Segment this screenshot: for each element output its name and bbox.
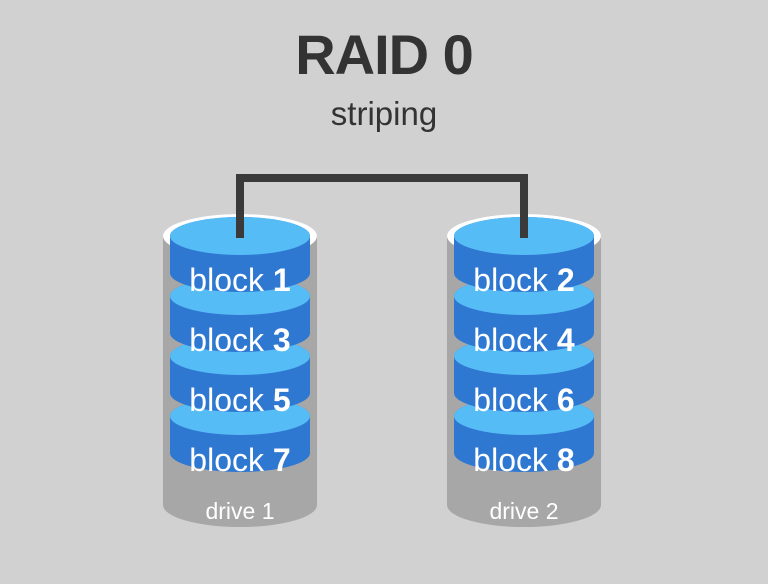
block-number: 6	[557, 382, 575, 418]
block-1: block 1	[170, 217, 310, 298]
block-number: 5	[273, 382, 291, 418]
block-2: block 2	[454, 217, 594, 298]
drive-label: drive 2	[489, 498, 558, 524]
block-word: block	[189, 262, 273, 298]
block-word: block	[473, 442, 557, 478]
diagram-title: RAID 0	[295, 23, 474, 86]
block-word: block	[473, 262, 557, 298]
block-5: block 5	[170, 337, 310, 418]
block-label: block 5	[189, 382, 290, 418]
block-word: block	[473, 322, 557, 358]
block-word: block	[473, 382, 557, 418]
block-number: 4	[557, 322, 575, 358]
block-number: 8	[557, 442, 575, 478]
block-word: block	[189, 442, 273, 478]
block-label: block 1	[189, 262, 290, 298]
block-label: block 4	[473, 322, 575, 358]
diagram-subtitle: striping	[330, 95, 438, 132]
block-number: 7	[273, 442, 291, 478]
block-number: 2	[557, 262, 575, 298]
block-label: block 8	[473, 442, 574, 478]
block-label: block 2	[473, 262, 574, 298]
connector-line	[236, 174, 528, 238]
block-label: block 7	[189, 442, 290, 478]
block-label: block 6	[473, 382, 574, 418]
block-number: 1	[273, 262, 291, 298]
drive-label: drive 1	[205, 498, 274, 524]
block-word: block	[189, 382, 273, 418]
block-3: block 3	[170, 277, 310, 358]
block-number: 3	[273, 322, 291, 358]
block-word: block	[189, 322, 273, 358]
block-label: block 3	[189, 322, 290, 358]
